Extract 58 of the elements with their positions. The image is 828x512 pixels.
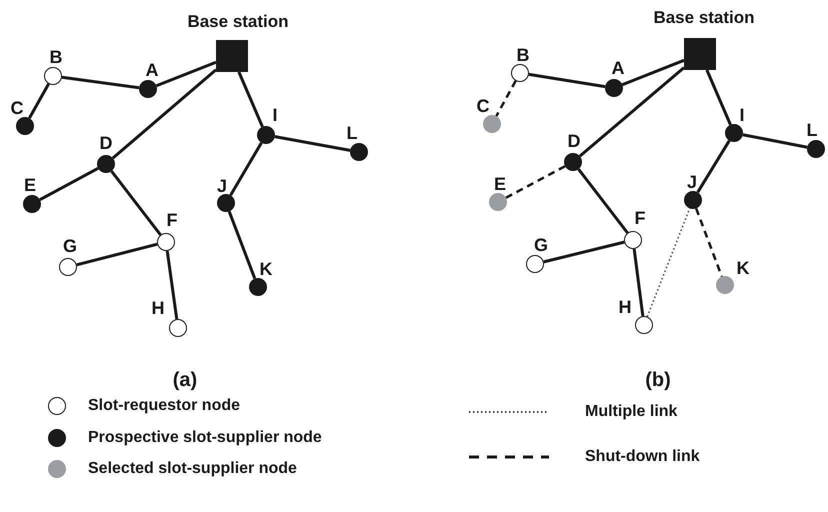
node-letter: I xyxy=(738,104,746,126)
link-line xyxy=(39,166,99,202)
node-letter: F xyxy=(634,207,646,229)
link-line xyxy=(528,72,606,88)
link-line xyxy=(706,69,732,126)
node-letter: L xyxy=(806,119,818,141)
panel-label: (a) xyxy=(172,369,198,391)
node-letter: B xyxy=(516,44,530,66)
legend-label: Shut-down link xyxy=(585,447,700,467)
node-letter: G xyxy=(533,234,549,256)
station-label: Base station xyxy=(186,11,290,33)
link-line xyxy=(274,135,350,152)
link-line xyxy=(543,240,625,264)
node-letter: C xyxy=(476,95,490,117)
dashed-link xyxy=(695,208,723,278)
legend-label: Selected slot-supplier node xyxy=(88,459,297,479)
node-letter: H xyxy=(618,296,632,318)
node-letter: K xyxy=(258,258,274,280)
link-line xyxy=(742,133,808,149)
link-line xyxy=(696,140,731,194)
link-line xyxy=(110,170,162,236)
node-letter: D xyxy=(98,132,114,154)
dashed-link xyxy=(505,165,566,199)
station-label: Base station xyxy=(652,7,756,29)
node-letter: G xyxy=(62,235,78,257)
node-letter: F xyxy=(166,209,178,231)
node-letter: K xyxy=(736,257,750,279)
link-line xyxy=(166,250,178,320)
node-letter: A xyxy=(610,57,626,79)
node-letter: J xyxy=(216,175,228,197)
legend-label: Prospective slot-supplier node xyxy=(88,428,322,448)
link-line xyxy=(112,68,217,160)
link-line xyxy=(156,60,217,88)
link-line xyxy=(76,242,158,266)
dashed-link xyxy=(495,80,517,117)
legend-label: Slot-requestor node xyxy=(88,396,240,416)
panel-label: (b) xyxy=(644,369,672,391)
link-line xyxy=(62,76,140,90)
node-letter: J xyxy=(686,171,698,193)
link-line xyxy=(632,248,644,316)
node-letter: A xyxy=(144,59,160,81)
link-line xyxy=(229,142,263,196)
node-letter: E xyxy=(492,173,507,195)
node-letter: L xyxy=(346,122,358,144)
dotted-link xyxy=(646,208,690,317)
node-letter: E xyxy=(22,174,37,196)
node-letter: H xyxy=(150,297,166,319)
link-line xyxy=(622,58,685,86)
node-letter: C xyxy=(10,97,24,119)
link-line xyxy=(577,168,629,234)
link-line xyxy=(238,71,264,128)
node-letter: D xyxy=(566,130,582,152)
link-line xyxy=(578,66,685,158)
link-line xyxy=(28,83,50,119)
node-letter: B xyxy=(48,46,64,68)
node-letter: I xyxy=(271,104,278,126)
legend-label: Multiple link xyxy=(585,402,678,422)
link-line xyxy=(228,210,256,280)
